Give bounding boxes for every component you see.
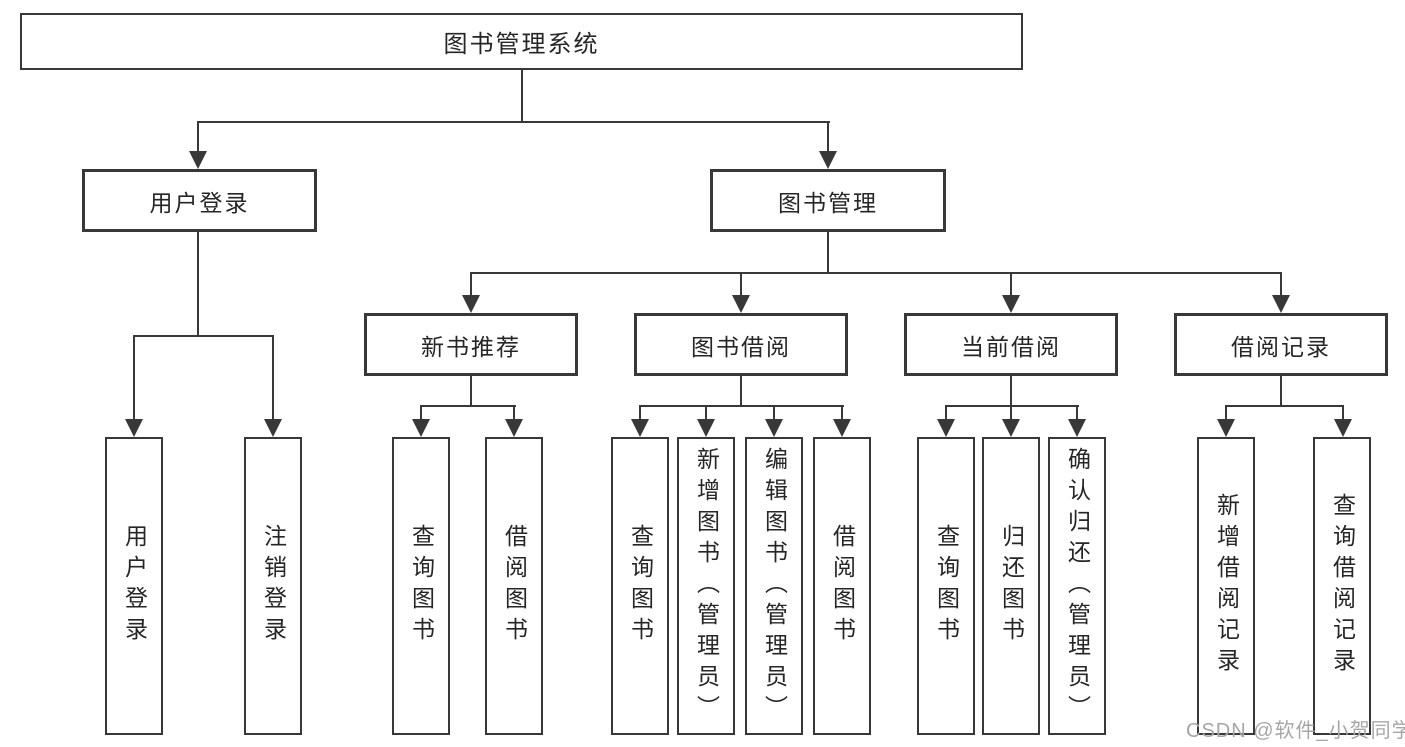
node-book-management: 图书管理 (710, 169, 946, 232)
leaf-borrow-books-label: 借阅图书 (829, 524, 856, 648)
leaf-return-books: 归还图书 (982, 437, 1040, 735)
connector-line (272, 335, 274, 421)
connector-line (1225, 405, 1227, 421)
connector-line (420, 405, 422, 421)
arrow-down-icon (125, 419, 143, 437)
leaf-logout-label: 注销登录 (260, 524, 287, 648)
connector-line (740, 376, 742, 406)
leaf-confirm-return-admin-label: 确认归还（管理员） (1064, 446, 1091, 726)
leaf-borrow-books-recommend-label: 借阅图书 (501, 524, 528, 648)
arrow-down-icon (1002, 295, 1020, 313)
connector-line (1225, 405, 1344, 407)
node-current-borrowing: 当前借阅 (904, 313, 1118, 376)
connector-line (1280, 376, 1282, 406)
leaf-confirm-return-admin: 确认归还（管理员） (1048, 437, 1106, 735)
node-user-login-label: 用户登录 (149, 189, 250, 216)
connector-line (841, 405, 843, 421)
node-book-borrowing: 图书借阅 (634, 313, 848, 376)
arrow-down-icon (462, 295, 480, 313)
connector-line (420, 405, 516, 407)
leaf-add-borrow-record-label: 新增借阅记录 (1213, 493, 1240, 679)
connector-line (773, 405, 775, 421)
connector-line (1076, 405, 1078, 421)
connector-line (1010, 405, 1012, 421)
node-user-login: 用户登录 (82, 169, 317, 232)
csdn-watermark: CSDN @软件_小贺同学 (1186, 720, 1405, 742)
connector-line (740, 272, 742, 297)
connector-line (133, 335, 135, 421)
arrow-down-icon (1068, 419, 1086, 437)
leaf-query-books-borrowing: 查询图书 (611, 437, 669, 735)
connector-line (1280, 272, 1282, 297)
connector-line (197, 232, 199, 337)
leaf-query-borrow-record: 查询借阅记录 (1313, 437, 1371, 735)
node-library-system: 图书管理系统 (20, 13, 1023, 70)
node-borrow-records-label: 借阅记录 (1231, 333, 1331, 360)
connector-line (705, 405, 707, 421)
arrow-down-icon (1272, 295, 1290, 313)
arrow-down-icon (732, 295, 750, 313)
connector-line (639, 405, 844, 407)
connector-line (133, 335, 274, 337)
leaf-user-login-label: 用户登录 (121, 524, 148, 648)
leaf-edit-books-admin-label: 编辑图书（管理员） (761, 446, 788, 726)
connector-line (945, 405, 1079, 407)
leaf-query-borrow-record-label: 查询借阅记录 (1329, 493, 1356, 679)
connector-line (945, 405, 947, 421)
leaf-add-books-admin: 新增图书（管理员） (677, 437, 735, 735)
leaf-user-login: 用户登录 (105, 437, 163, 735)
connector-line (470, 272, 1282, 274)
connector-line (521, 70, 523, 123)
connector-line (1010, 272, 1012, 297)
arrow-down-icon (189, 151, 207, 169)
arrow-down-icon (1002, 419, 1020, 437)
leaf-add-borrow-record: 新增借阅记录 (1197, 437, 1255, 735)
leaf-query-books-recommend-label: 查询图书 (408, 524, 435, 648)
leaf-borrow-books-recommend: 借阅图书 (485, 437, 543, 735)
node-new-book-recommend: 新书推荐 (364, 313, 578, 376)
node-library-system-label: 图书管理系统 (443, 31, 600, 58)
arrow-down-icon (833, 419, 851, 437)
leaf-return-books-label: 归还图书 (998, 524, 1025, 648)
connector-line (1010, 376, 1012, 406)
arrow-down-icon (819, 151, 837, 169)
leaf-add-books-admin-label: 新增图书（管理员） (693, 446, 720, 726)
connector-line (470, 376, 472, 406)
leaf-borrow-books: 借阅图书 (813, 437, 871, 735)
connector-line (1342, 405, 1344, 421)
leaf-query-books-current: 查询图书 (917, 437, 975, 735)
node-borrow-records: 借阅记录 (1174, 313, 1388, 376)
arrow-down-icon (1334, 419, 1352, 437)
arrow-down-icon (505, 419, 523, 437)
leaf-query-books-current-label: 查询图书 (933, 524, 960, 648)
arrow-down-icon (937, 419, 955, 437)
arrow-down-icon (264, 419, 282, 437)
connector-line (639, 405, 641, 421)
connector-line (827, 121, 829, 153)
arrow-down-icon (765, 419, 783, 437)
leaf-query-books-recommend: 查询图书 (392, 437, 450, 735)
leaf-edit-books-admin: 编辑图书（管理员） (745, 437, 803, 735)
connector-line (197, 121, 830, 123)
connector-line (513, 405, 515, 421)
node-new-book-recommend-label: 新书推荐 (421, 333, 521, 360)
connector-line (197, 121, 199, 153)
connector-line (827, 232, 829, 273)
node-current-borrowing-label: 当前借阅 (961, 333, 1061, 360)
arrow-down-icon (412, 419, 430, 437)
node-book-management-label: 图书管理 (778, 189, 878, 216)
leaf-logout: 注销登录 (244, 437, 302, 735)
arrow-down-icon (697, 419, 715, 437)
node-book-borrowing-label: 图书借阅 (691, 333, 791, 360)
arrow-down-icon (631, 419, 649, 437)
leaf-query-books-borrowing-label: 查询图书 (627, 524, 654, 648)
connector-line (470, 272, 472, 297)
arrow-down-icon (1217, 419, 1235, 437)
